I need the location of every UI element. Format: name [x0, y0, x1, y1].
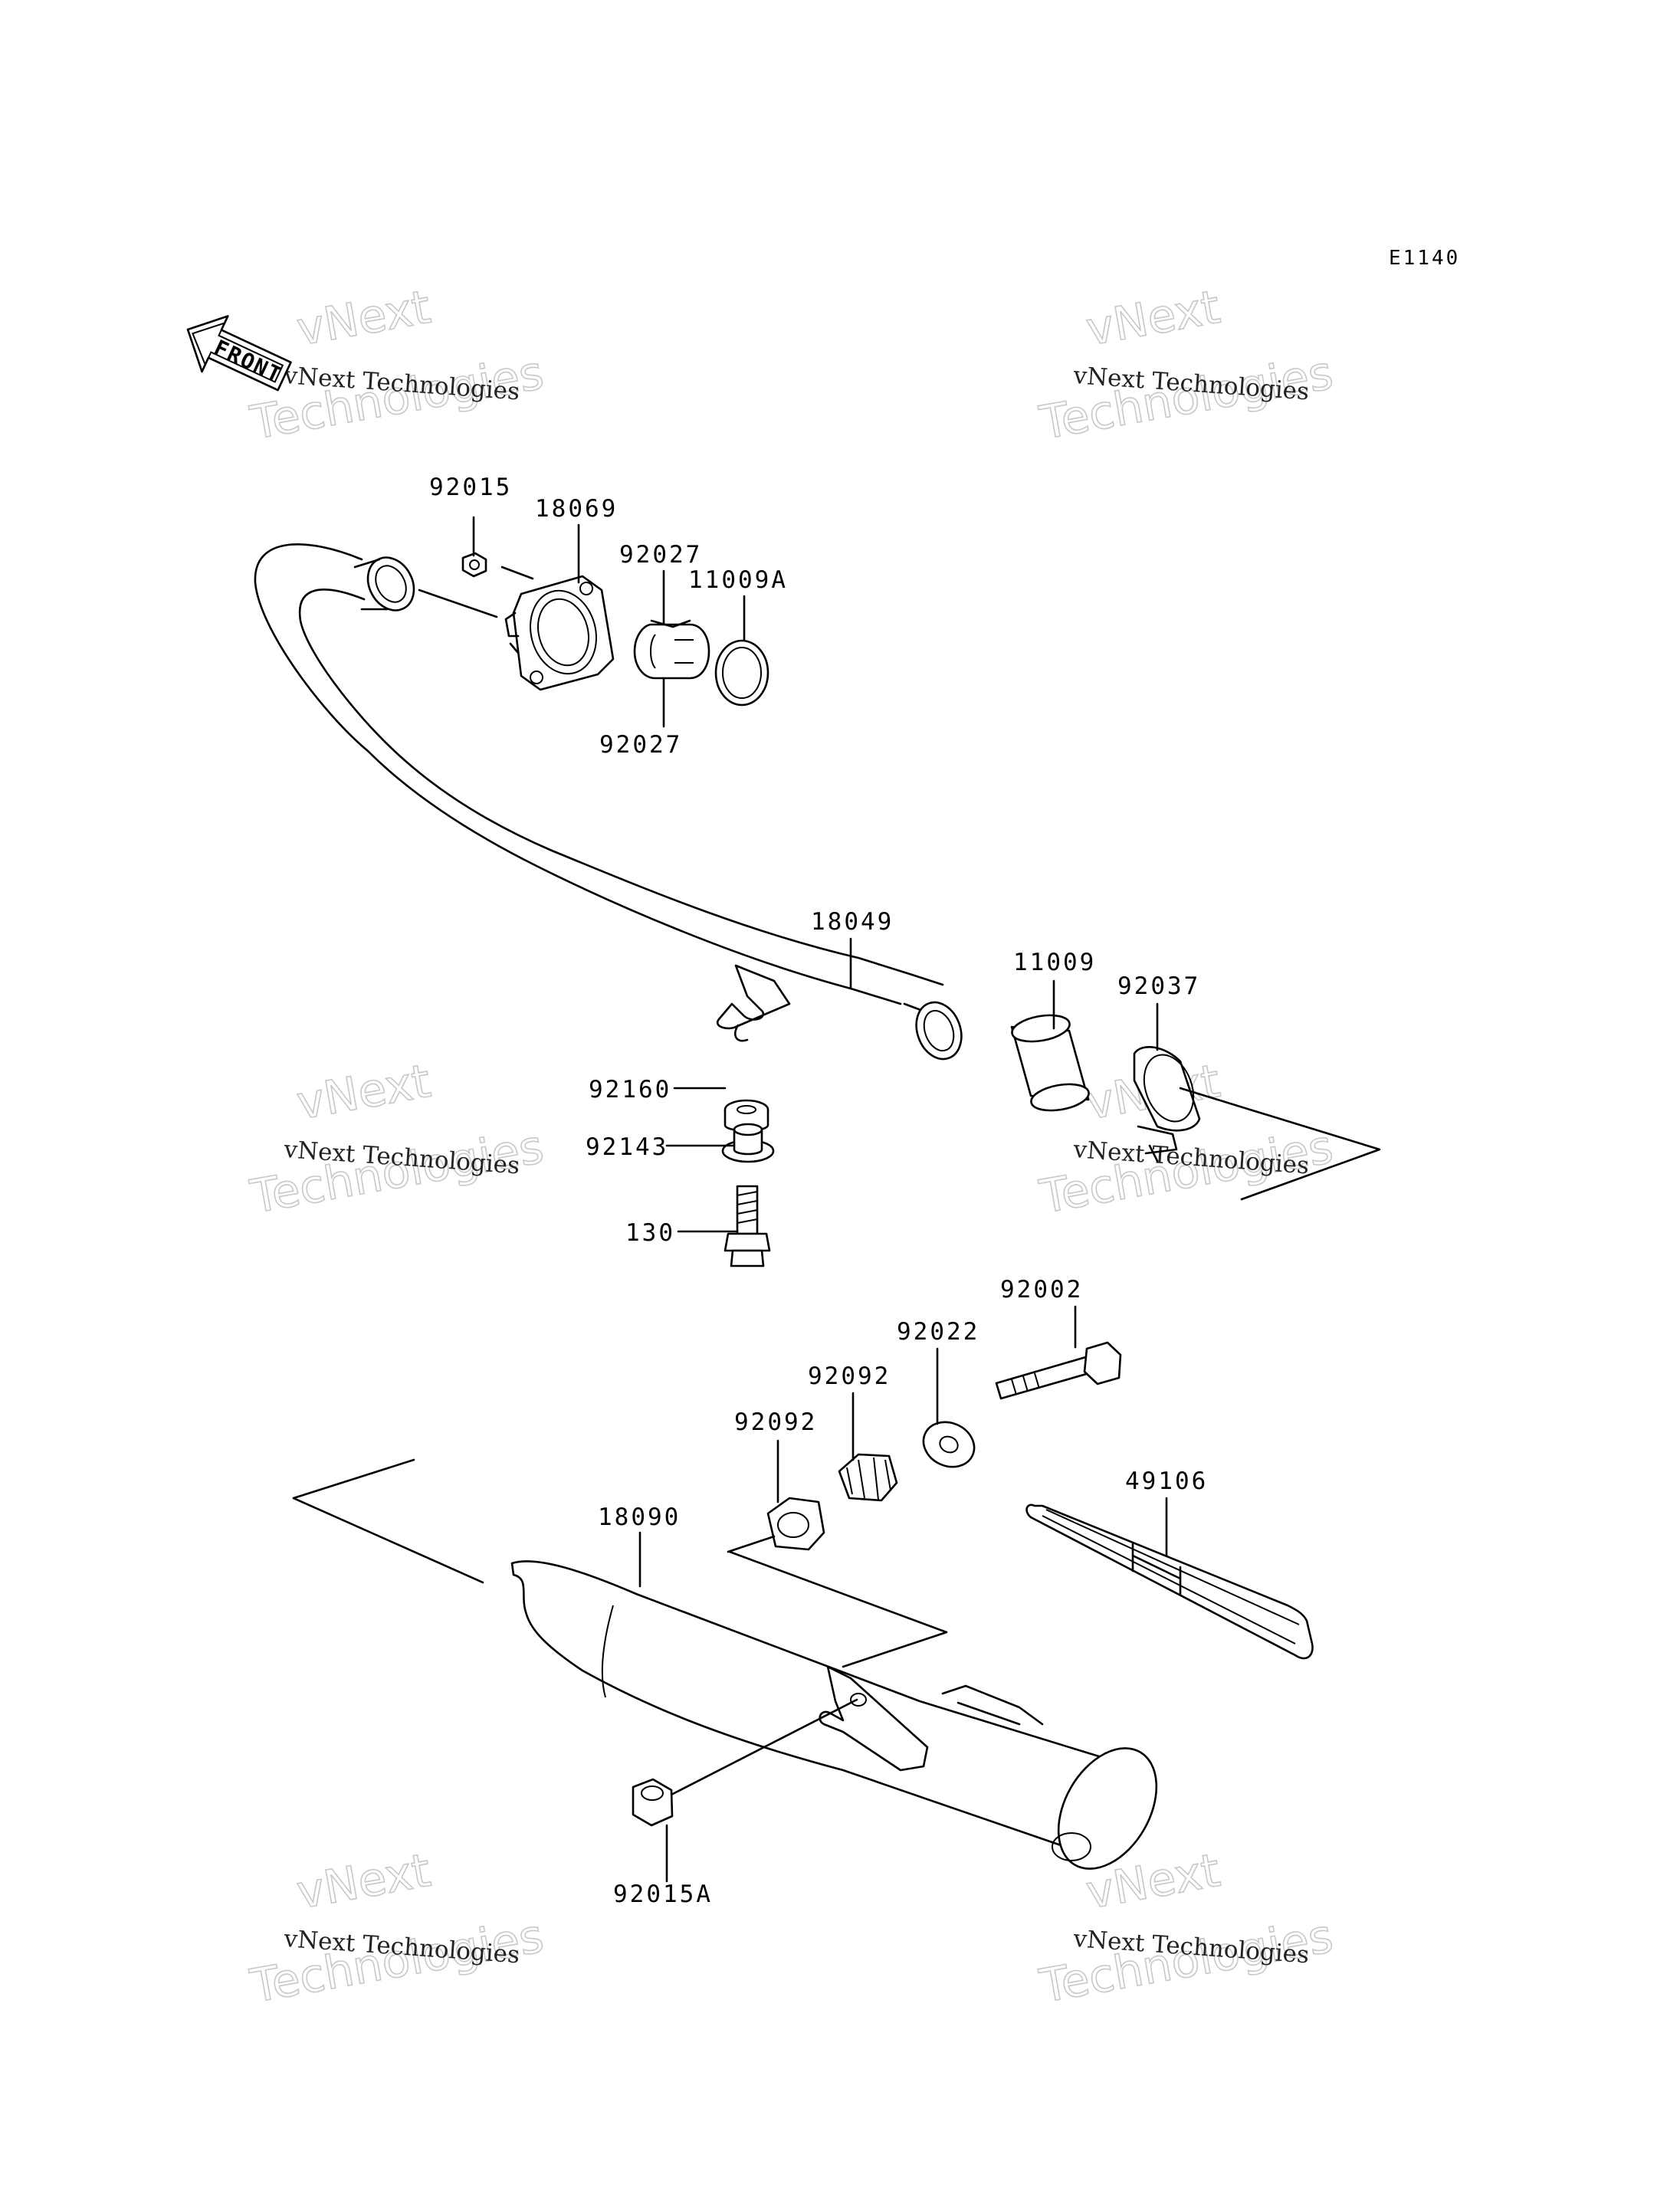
watermark-line: vNext	[293, 280, 435, 356]
part-label-92092-upper: 92092	[808, 1362, 891, 1390]
watermark-line: vNext	[293, 1054, 435, 1130]
damper-92092-upper	[838, 1453, 898, 1502]
gasket-11009	[1010, 1014, 1090, 1112]
part-label-92027-lower: 92027	[599, 731, 682, 759]
diagram-code: E1140	[1389, 247, 1460, 270]
gasket-11009A	[714, 639, 769, 707]
part-label-92143: 92143	[586, 1133, 668, 1161]
part-label-92022: 92022	[897, 1318, 979, 1346]
part-label-130: 130	[625, 1219, 675, 1247]
part-label-18069: 18069	[535, 495, 618, 523]
watermark-line: vNext	[1082, 280, 1224, 356]
collet-92027	[633, 619, 710, 680]
damper-92160	[724, 1099, 769, 1132]
header-pipe-18049	[254, 543, 963, 1061]
part-label-49106: 49106	[1125, 1467, 1208, 1495]
part-label-92092-lower: 92092	[734, 1408, 817, 1436]
muffler-18090	[292, 1458, 1158, 1870]
part-label-92037: 92037	[1117, 972, 1200, 1000]
watermark: vNext Technologies vNext Technologies	[246, 1843, 548, 2014]
part-label-18090: 18090	[598, 1503, 681, 1531]
part-label-92015A: 92015A	[613, 1881, 713, 1908]
bolt-130	[724, 1185, 771, 1267]
watermark: vNext Technologies vNext Technologies	[246, 1054, 548, 1225]
damper-92092-lower	[727, 1497, 825, 1553]
part-label-18049: 18049	[811, 908, 894, 936]
clamp-92037	[1133, 1046, 1381, 1201]
leader-lines	[472, 516, 1168, 1883]
watermark: vNext Technologies vNext Technologies	[246, 280, 548, 451]
front-arrow-icon: FRONT	[186, 315, 292, 392]
part-label-92002: 92002	[1000, 1276, 1083, 1303]
heat-guard-49106	[1025, 1503, 1314, 1660]
part-label-92160: 92160	[589, 1076, 671, 1103]
collar-92143	[721, 1123, 775, 1163]
part-labels: 92015 18069 92027 11009A 92027 18049 110…	[429, 474, 1208, 1908]
watermark: vNext Technologies vNext Technologies	[1035, 280, 1337, 451]
nut-92015A	[632, 1778, 674, 1827]
nut-92015	[461, 552, 487, 578]
part-label-11009: 11009	[1013, 949, 1096, 976]
watermark-line: vNext	[293, 1844, 435, 1920]
flange-18069	[504, 575, 615, 691]
washer-92022	[922, 1421, 976, 1468]
bolt-92002	[995, 1341, 1122, 1400]
part-label-92027-upper: 92027	[619, 541, 702, 569]
watermark: vNext Technologies vNext Technologies	[1035, 1843, 1337, 2014]
part-label-92015: 92015	[429, 474, 512, 501]
part-label-11009A: 11009A	[688, 566, 788, 594]
